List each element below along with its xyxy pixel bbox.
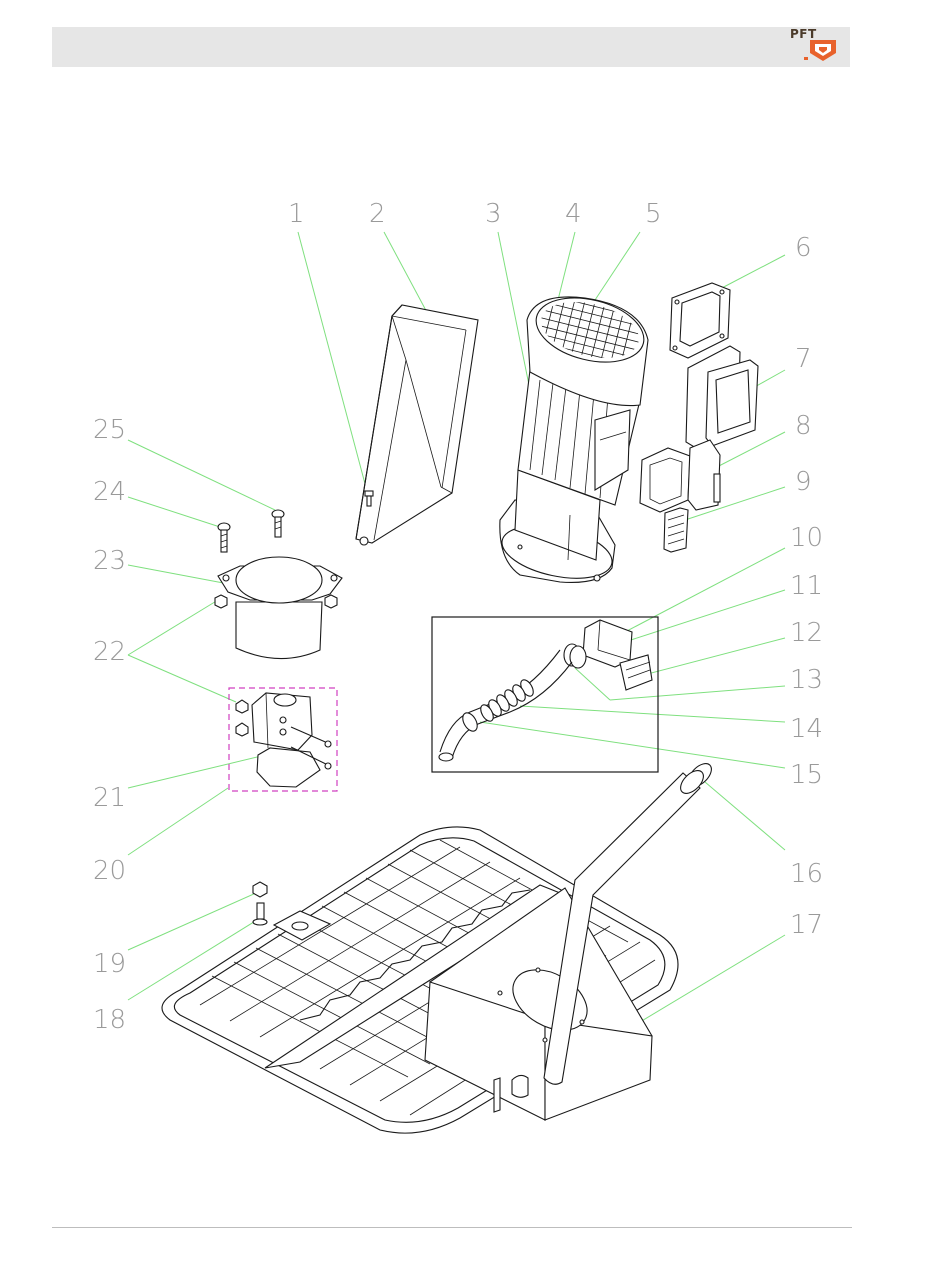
leader-6 [718,255,785,290]
label-13: 13 [790,665,823,695]
part-17-base-grid [162,759,716,1133]
label-20: 20 [93,856,126,886]
label-4: 4 [565,199,582,229]
leader-13a [610,686,785,700]
part-20-detail-frame [229,688,337,791]
leader-5 [595,232,640,300]
leader-22a [128,600,218,655]
label-23: 23 [93,546,126,576]
label-9: 9 [795,467,812,497]
label-14: 14 [790,714,823,744]
label-16: 16 [790,859,823,889]
label-22: 22 [93,637,126,667]
part-7-frame [686,346,758,448]
leader-12 [632,638,785,678]
leader-4 [558,232,575,300]
label-5: 5 [645,199,662,229]
leader-10 [625,548,785,632]
leader-16 [705,782,785,850]
cable-assembly-box [432,617,658,772]
label-8: 8 [795,411,812,441]
leader-21 [128,752,278,788]
label-25: 25 [93,415,126,445]
label-2: 2 [369,199,386,229]
part-14-sleeve [478,678,536,724]
leader-2 [384,232,430,318]
leader-15 [480,722,785,768]
part-19-nut [253,882,267,897]
label-7: 7 [795,344,812,374]
label-19: 19 [93,949,126,979]
leader-1 [298,232,368,495]
label-21: 21 [93,783,126,813]
label-17: 17 [790,910,823,940]
part-9-terminal-block [664,508,688,552]
part-18-bolt [253,903,267,925]
label-24: 24 [93,477,126,507]
leader-13b [575,668,610,700]
label-10: 10 [790,523,823,553]
leader-14 [520,706,785,722]
part-25-screw [272,510,284,537]
leader-23 [128,565,234,585]
part-8-connector-housing [640,440,720,512]
label-12: 12 [790,618,823,648]
label-11: 11 [790,571,823,601]
label-18: 18 [93,1005,126,1035]
part-2-channel-guard [356,305,478,545]
part-24-screw [218,523,230,552]
footer-rule [52,1227,852,1228]
leader-18 [128,920,257,1000]
part-23-mounting-pot [218,557,342,659]
leader-25 [128,440,275,510]
leader-22b [128,655,236,702]
label-15: 15 [790,760,823,790]
label-6: 6 [795,233,812,263]
leader-3 [498,232,530,390]
leader-24 [128,497,220,527]
label-1: 1 [288,199,305,229]
label-3: 3 [485,199,502,229]
leader-19 [128,893,256,950]
part-6-gasket [670,283,730,358]
leader-20 [128,788,228,855]
part-3-motor [497,288,650,588]
leader-17 [630,935,785,1028]
